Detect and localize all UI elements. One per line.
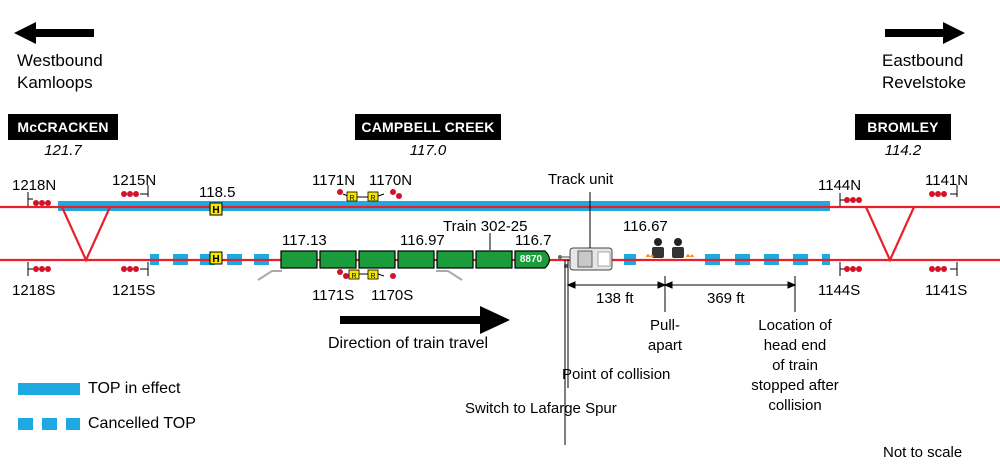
milepost-116-67: 116.67 xyxy=(623,218,668,235)
track-unit-icon xyxy=(558,247,613,271)
train-id-label: Train 302-25 xyxy=(443,218,528,235)
pull-apart-line1: Pull- xyxy=(649,317,680,334)
milepost-118-5: 118.5 xyxy=(199,184,236,201)
signal-1170N-label: 1170N xyxy=(369,172,413,189)
signal-1171N-label: 1171N xyxy=(312,172,356,189)
spur-east xyxy=(436,270,463,281)
station-mccracken: McCRACKEN xyxy=(8,114,118,140)
station-campbell-creek-mile: 117.0 xyxy=(409,142,447,159)
legend-top-swatch xyxy=(18,383,80,395)
rail-car xyxy=(319,250,357,269)
signal-1144N-icon xyxy=(839,193,862,206)
eastbound-arrow-icon xyxy=(885,22,965,44)
locomotive-number: 8870 xyxy=(519,254,543,265)
head-end-line1: Location of xyxy=(758,317,832,334)
dimension-lines xyxy=(564,260,797,445)
point-of-collision-label: Point of collision xyxy=(562,366,671,383)
milepost-117-13: 117.13 xyxy=(282,232,327,249)
signal-1141N-icon xyxy=(929,185,958,197)
svg-text:H: H xyxy=(212,254,219,265)
signal-1215S-icon xyxy=(121,262,149,276)
svg-text:R: R xyxy=(351,273,356,280)
signal-1144S-icon xyxy=(839,262,862,276)
pull-apart-label: Pull- apart xyxy=(630,316,700,356)
svg-text:R: R xyxy=(370,195,375,202)
signal-1170S-label: 1170S xyxy=(371,287,414,304)
head-end-line3: of train xyxy=(772,357,818,374)
h-sign-north-icon: H xyxy=(209,202,223,216)
westbound-text: Westbound xyxy=(17,51,103,70)
rail-car xyxy=(280,250,318,269)
locomotive-icon xyxy=(514,250,551,269)
signal-1141N-label: 1141N xyxy=(925,172,969,189)
signal-1144S-label: 1144S xyxy=(818,282,861,299)
station-bromley-mile: 114.2 xyxy=(884,142,922,159)
svg-text:R: R xyxy=(349,195,354,202)
rail-car xyxy=(475,250,513,269)
milepost-116-97: 116.97 xyxy=(400,232,445,249)
pull-apart-line2: apart xyxy=(647,337,683,354)
signal-1215N-label: 1215N xyxy=(112,172,157,189)
head-end-line2: head end xyxy=(763,337,827,354)
eastbound-label: Eastbound Revelstoke xyxy=(882,50,966,94)
eastbound-text: Eastbound xyxy=(882,51,964,70)
rail-car xyxy=(358,250,396,269)
signal-1218S-icon xyxy=(27,262,51,276)
signal-1171S-label: 1171S xyxy=(312,287,355,304)
direction-of-travel-label: Direction of train travel xyxy=(328,335,489,352)
distance-369-label: 369 ft xyxy=(707,290,745,307)
spur-west xyxy=(257,270,282,281)
revelstoke-text: Revelstoke xyxy=(882,73,967,92)
station-mccracken-mile: 121.7 xyxy=(44,142,82,159)
signal-1171N-1170N-icon: R R xyxy=(337,189,402,202)
rail-car xyxy=(397,250,435,269)
signal-1215S-label: 1215S xyxy=(112,282,156,299)
westbound-label: Westbound Kamloops xyxy=(17,50,103,94)
signal-1144N-label: 1144N xyxy=(818,177,862,194)
signal-1215N-icon xyxy=(121,185,149,197)
legend-top-label: TOP in effect xyxy=(88,380,181,397)
train-302-25 xyxy=(280,250,551,269)
station-campbell-creek: CAMPBELL CREEK xyxy=(355,114,501,140)
distance-138-label: 138 ft xyxy=(596,290,634,307)
signal-1141S-icon xyxy=(929,262,958,276)
head-end-label: Location of head end of train stopped af… xyxy=(735,316,855,416)
signal-1218S-label: 1218S xyxy=(12,282,56,299)
signal-1171S-1170S-icon: R R xyxy=(337,269,396,280)
svg-text:H: H xyxy=(212,205,219,216)
kamloops-text: Kamloops xyxy=(17,73,93,92)
track-unit-label: Track unit xyxy=(548,171,614,188)
rail-car xyxy=(436,250,474,269)
not-to-scale-label: Not to scale xyxy=(883,444,963,461)
head-end-line4: stopped after xyxy=(751,377,839,394)
west-crossover xyxy=(60,206,112,263)
switch-label: Switch to Lafarge Spur xyxy=(465,400,617,417)
workers-icon xyxy=(646,238,694,258)
signal-1218N-label: 1218N xyxy=(12,177,57,194)
legend-cancelled-swatch xyxy=(18,418,80,430)
station-bromley: BROMLEY xyxy=(855,114,951,140)
head-end-line5: collision xyxy=(768,397,822,414)
signal-1141S-label: 1141S xyxy=(925,282,968,299)
direction-of-travel-arrow-icon xyxy=(340,306,510,334)
westbound-arrow-icon xyxy=(14,22,94,44)
legend-cancelled-label: Cancelled TOP xyxy=(88,415,196,432)
h-sign-south-icon: H xyxy=(209,251,223,265)
signal-1218N-icon xyxy=(27,192,51,206)
milepost-116-7: 116.7 xyxy=(515,232,552,249)
svg-text:R: R xyxy=(370,273,375,280)
east-crossover xyxy=(864,206,916,263)
